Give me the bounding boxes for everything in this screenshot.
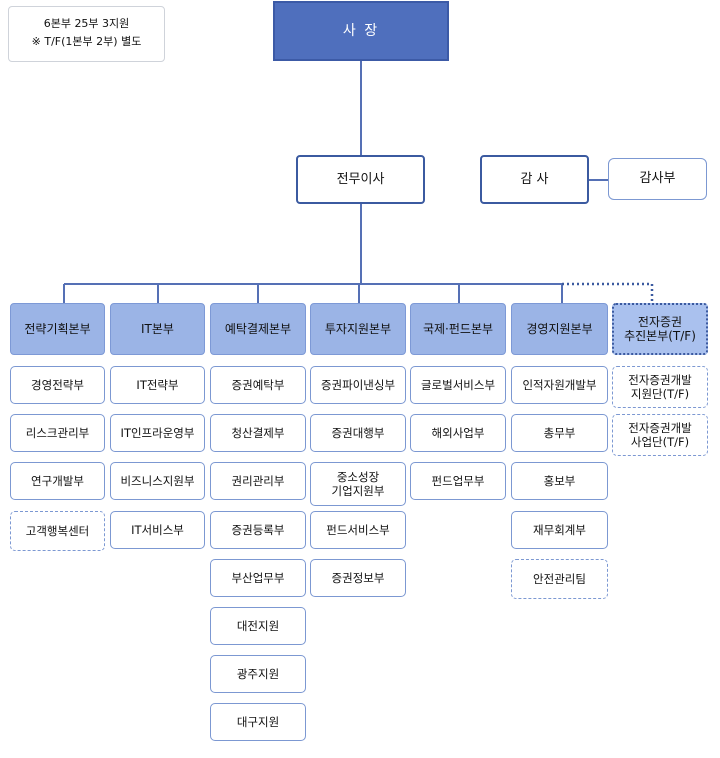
division-box: 예탁결제본부 — [210, 303, 306, 355]
department-box: 대전지원 — [210, 607, 306, 645]
department-box: 해외사업부 — [410, 414, 506, 452]
division-box: IT본부 — [110, 303, 205, 355]
department-box: 부산업무부 — [210, 559, 306, 597]
department-box: 전자증권개발 지원단(T/F) — [612, 366, 708, 408]
department-box: 전자증권개발 사업단(T/F) — [612, 414, 708, 456]
department-box: 연구개발부 — [10, 462, 105, 500]
department-box: 증권대행부 — [310, 414, 406, 452]
division-box: 전략기획본부 — [10, 303, 105, 355]
department-box: 글로벌서비스부 — [410, 366, 506, 404]
department-box: 고객행복센터 — [10, 511, 105, 551]
department-box: 인적자원개발부 — [511, 366, 608, 404]
audit-dept-box: 감사부 — [608, 158, 707, 200]
department-box: 증권예탁부 — [210, 366, 306, 404]
department-box: 대구지원 — [210, 703, 306, 741]
department-box: 리스크관리부 — [10, 414, 105, 452]
division-box: 전자증권 추진본부(T/F) — [612, 303, 708, 355]
ceo-box: 사 장 — [273, 1, 449, 61]
department-box: 홍보부 — [511, 462, 608, 500]
department-box: 증권정보부 — [310, 559, 406, 597]
division-box: 경영지원본부 — [511, 303, 608, 355]
department-box: IT서비스부 — [110, 511, 205, 549]
department-box: IT전략부 — [110, 366, 205, 404]
department-box: 증권파이낸싱부 — [310, 366, 406, 404]
division-box: 국제·펀드본부 — [410, 303, 506, 355]
department-box: 안전관리팀 — [511, 559, 608, 599]
department-box: IT인프라운영부 — [110, 414, 205, 452]
department-box: 경영전략부 — [10, 366, 105, 404]
auditor-box: 감 사 — [480, 155, 589, 204]
department-box: 펀드서비스부 — [310, 511, 406, 549]
legend-note: ※ T/F(1본부 2부) 별도 — [31, 35, 142, 48]
department-box: 권리관리부 — [210, 462, 306, 500]
department-box: 총무부 — [511, 414, 608, 452]
legend-summary: 6본부 25부 3지원 — [43, 17, 130, 30]
department-box: 펀드업무부 — [410, 462, 506, 500]
executive-director-box: 전무이사 — [296, 155, 425, 204]
division-box: 투자지원본부 — [310, 303, 406, 355]
department-box: 청산결제부 — [210, 414, 306, 452]
department-box: 재무회계부 — [511, 511, 608, 549]
department-box: 비즈니스지원부 — [110, 462, 205, 500]
legend-box: 6본부 25부 3지원 ※ T/F(1본부 2부) 별도 — [8, 6, 165, 62]
department-box: 증권등록부 — [210, 511, 306, 549]
department-box: 광주지원 — [210, 655, 306, 693]
department-box: 중소성장 기업지원부 — [310, 462, 406, 506]
